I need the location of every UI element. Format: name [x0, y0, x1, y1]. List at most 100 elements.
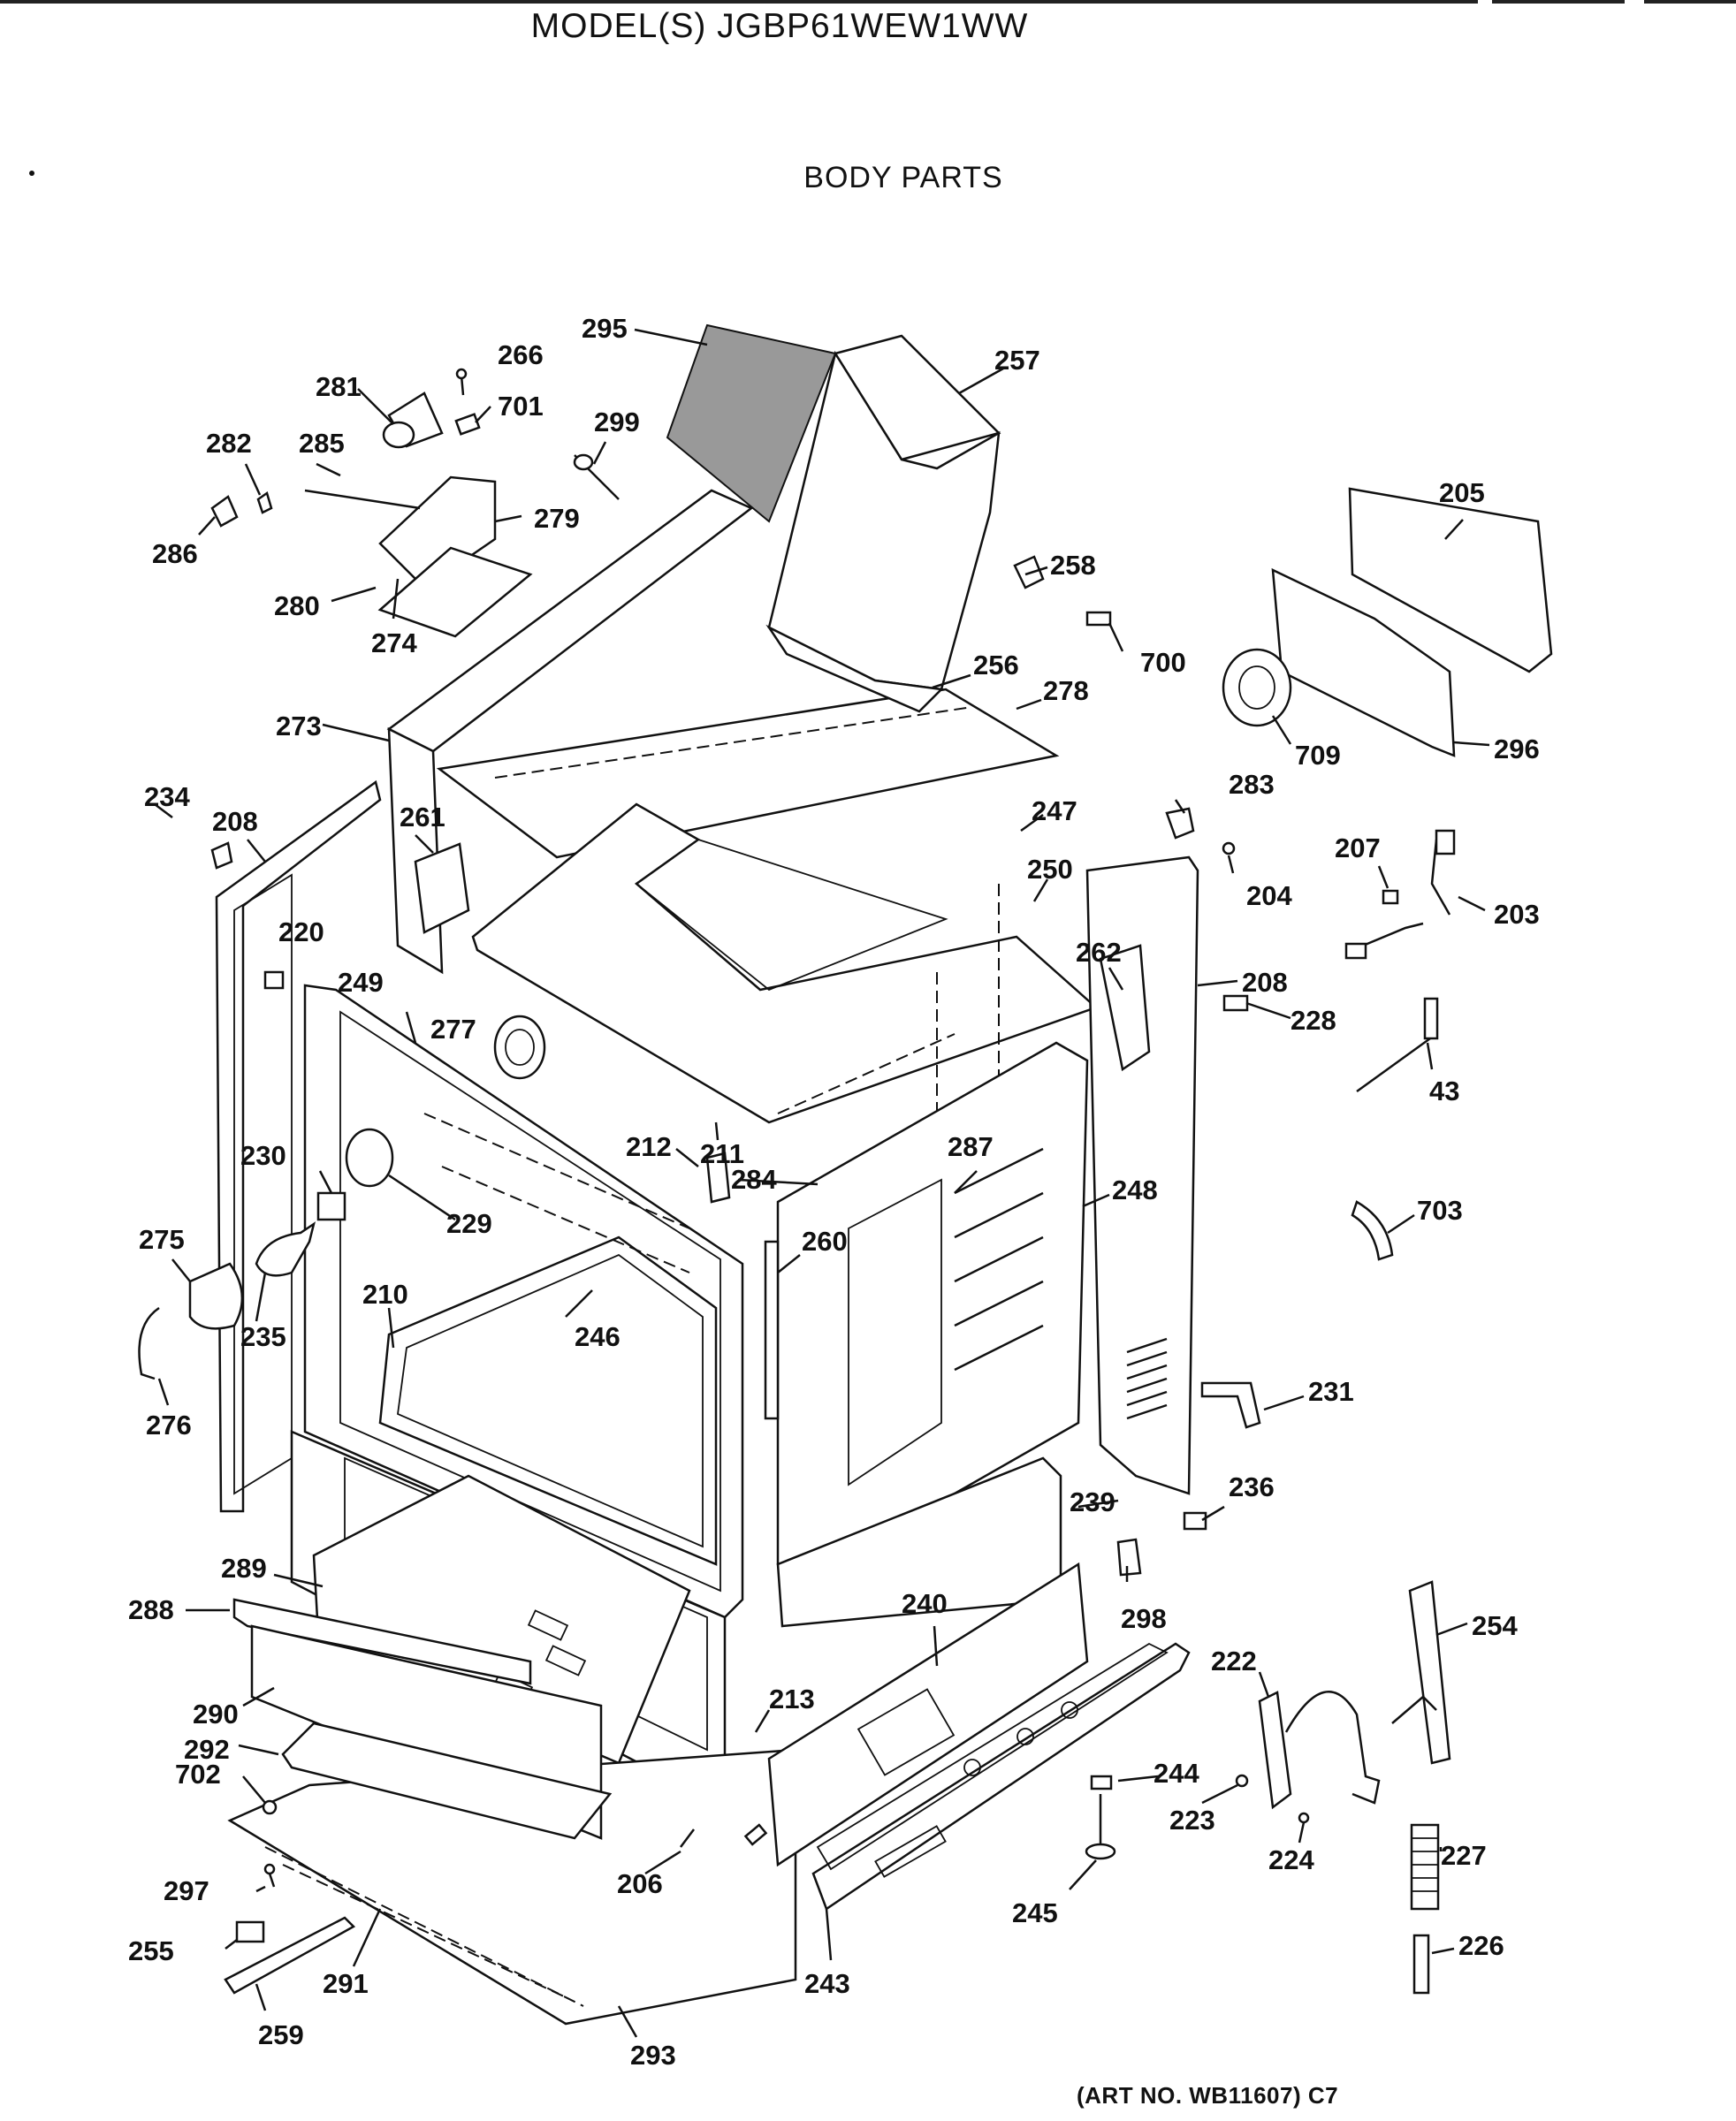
part-702 [262, 1799, 278, 1815]
trim-288 [232, 1598, 532, 1685]
insulation-261 [414, 842, 470, 934]
callout-208-right: 208 [1242, 967, 1288, 998]
rear-lower-panel-239 [776, 1456, 1062, 1628]
callout-284: 284 [731, 1164, 777, 1195]
bracket-283 [1165, 807, 1195, 840]
reflector-229 [345, 1128, 394, 1188]
bracket-284 [705, 1152, 731, 1204]
callout-208-left: 208 [212, 806, 258, 837]
callout-212: 212 [626, 1131, 672, 1162]
oven-cavity-opening [378, 1235, 718, 1566]
callout-279: 279 [534, 503, 580, 534]
top-rule [0, 0, 1736, 4]
callout-296: 296 [1494, 734, 1540, 764]
callout-228: 228 [1291, 1005, 1336, 1036]
callout-282: 282 [206, 428, 252, 459]
callout-291: 291 [323, 1968, 369, 1999]
washer-224 [1298, 1812, 1310, 1824]
callout-266: 266 [498, 339, 544, 370]
duct-base-256 [765, 624, 944, 713]
callout-245: 245 [1012, 1897, 1058, 1928]
hinge-arm [1284, 1691, 1381, 1805]
port-277 [493, 1015, 546, 1080]
callout-249: 249 [338, 967, 384, 998]
callout-262: 262 [1076, 937, 1122, 968]
plate-292 [281, 1722, 613, 1840]
bracket-231 [1200, 1381, 1261, 1429]
gasket-276 [138, 1306, 160, 1380]
callout-210: 210 [362, 1279, 408, 1310]
part-703 [1351, 1200, 1394, 1261]
callout-204: 204 [1246, 880, 1292, 911]
hinge-222 [1258, 1691, 1292, 1810]
screw-297 [268, 1873, 276, 1888]
callout-295: 295 [582, 313, 628, 344]
callout-243: 243 [804, 1968, 850, 1999]
callout-287: 287 [948, 1131, 994, 1162]
clip-228 [1222, 994, 1249, 1012]
art-number: (ART NO. WB11607) C7 [1077, 2082, 1339, 2109]
callout-259: 259 [258, 2019, 304, 2050]
callout-275: 275 [139, 1224, 185, 1255]
screw-211 [714, 1121, 720, 1141]
valve-assembly [304, 392, 533, 638]
part-282 [256, 490, 273, 514]
callout-281: 281 [316, 371, 362, 402]
top-cover-panel [436, 688, 1060, 859]
link-226 [1412, 1934, 1430, 1995]
callout-250: 250 [1027, 854, 1073, 885]
vent-slots [1126, 1337, 1168, 1420]
callout-285: 285 [299, 428, 345, 459]
callout-247: 247 [1032, 795, 1077, 826]
plug-203 [1435, 829, 1456, 855]
callout-231: 231 [1308, 1376, 1354, 1407]
callout-246: 246 [575, 1321, 621, 1352]
callout-239: 239 [1070, 1486, 1115, 1517]
callout-283: 283 [1229, 769, 1275, 800]
socket-230 [316, 1191, 346, 1221]
callout-286: 286 [152, 538, 198, 569]
callout-230: 230 [240, 1140, 286, 1171]
callout-280: 280 [274, 590, 320, 621]
screw-213 [743, 1823, 768, 1846]
harness [1351, 922, 1424, 952]
callout-236: 236 [1229, 1471, 1275, 1502]
rail-259 [224, 1916, 356, 1995]
bracket-244 [1090, 1775, 1113, 1790]
model-title: MODEL(S) JGBP61WEW1WW [530, 7, 1029, 45]
callout-227: 227 [1441, 1840, 1487, 1871]
callout-260: 260 [802, 1226, 848, 1257]
hinge-254 [1408, 1580, 1451, 1765]
top-rule-gap [1478, 0, 1492, 5]
callout-709: 709 [1295, 740, 1341, 771]
screw-223 [1235, 1774, 1249, 1788]
wire-203 [1430, 839, 1451, 916]
part-286 [210, 495, 239, 528]
callout-257: 257 [994, 345, 1040, 376]
side-shield-287 [848, 1178, 942, 1486]
section-title: BODY PARTS [803, 161, 1003, 194]
callout-273: 273 [276, 711, 322, 741]
rear-panel-205 [1348, 487, 1553, 673]
callout-261: 261 [400, 802, 445, 832]
insulation-295 [666, 323, 837, 523]
part-298 [1116, 1538, 1142, 1577]
callout-277: 277 [430, 1014, 476, 1045]
insulation-262 [1099, 944, 1151, 1072]
callout-213: 213 [769, 1684, 815, 1714]
callout-288: 288 [128, 1594, 174, 1625]
callout-276: 276 [146, 1410, 192, 1441]
ring-709 [1222, 648, 1292, 727]
callout-211: 211 [700, 1138, 744, 1169]
callout-226: 226 [1458, 1930, 1504, 1961]
callout-222: 222 [1211, 1646, 1257, 1676]
knob-281 [382, 421, 415, 449]
clip-220 [263, 970, 285, 990]
callout-43: 43 [1429, 1076, 1459, 1106]
clip-255 [235, 1920, 265, 1943]
callout-293: 293 [630, 2040, 676, 2071]
lens-275 [188, 1262, 244, 1330]
left-side-panel-208 [215, 779, 382, 1513]
strip-260 [764, 1240, 780, 1420]
